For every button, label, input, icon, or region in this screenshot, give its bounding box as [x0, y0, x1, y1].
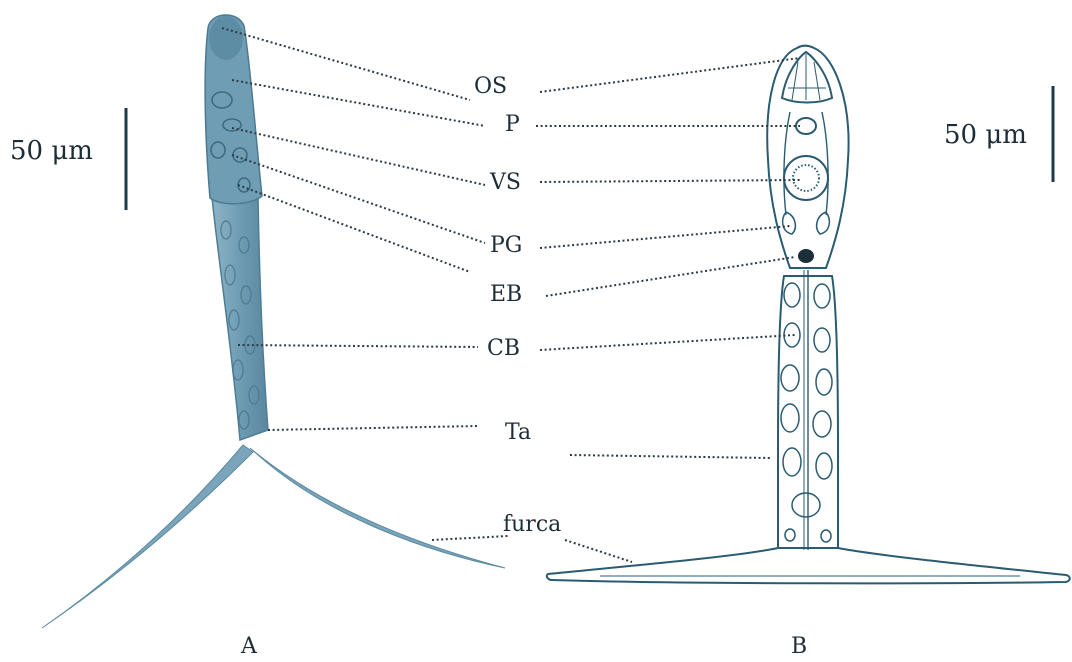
micrograph-tail: [212, 196, 268, 440]
leader-lines-A: [222, 28, 508, 540]
drawing-oral-sucker-ribs: [788, 54, 826, 100]
micrograph-oral-sucker: [209, 16, 243, 60]
drawing-glands-right: [817, 212, 830, 234]
drawing-furca: [547, 548, 1070, 583]
drawing-excretory-bladder: [799, 250, 813, 262]
panel-label-B: B: [791, 634, 807, 659]
drawing-ventral-sucker: [784, 156, 828, 200]
leader-lines-B: [536, 58, 800, 562]
micrograph-A: [42, 15, 505, 628]
label-oral-sucker: OS: [474, 74, 507, 99]
label-ventral-sucker: VS: [490, 170, 521, 195]
label-excretory-bladder: EB: [490, 282, 522, 307]
label-tail: Ta: [505, 420, 531, 445]
drawing-ventral-sucker-inner: [793, 165, 819, 191]
micrograph-left-furca: [42, 445, 253, 628]
label-furca: furca: [503, 512, 561, 537]
label-penetration-glands: PG: [490, 233, 522, 258]
micrograph-right-furca: [250, 448, 505, 568]
scale-bar-left-label: 50 μm: [10, 136, 93, 166]
drawing-tail-cells: [781, 283, 832, 542]
label-pharynx: P: [505, 112, 520, 137]
panel-label-A: A: [241, 634, 257, 659]
label-caudal-bodies: CB: [487, 336, 520, 361]
drawing-oral-sucker: [782, 52, 832, 103]
scale-bar-right-label: 50 μm: [944, 120, 1027, 150]
drawing-glands-left: [783, 212, 796, 234]
